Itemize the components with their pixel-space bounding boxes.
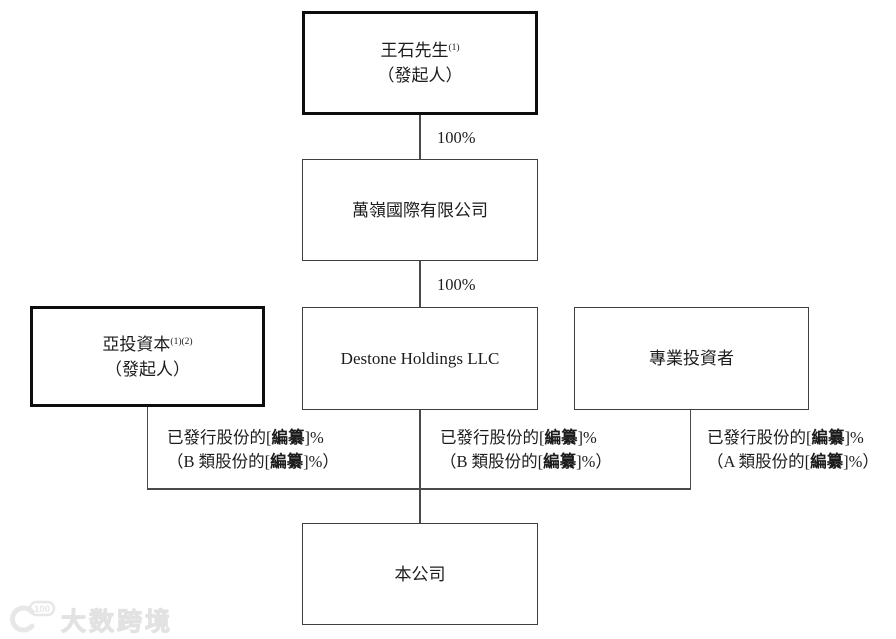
connector-yatou-down <box>146 407 148 489</box>
svg-text:100: 100 <box>34 604 50 615</box>
node-destone-holdings: Destone Holdings LLC <box>302 307 538 410</box>
node-professional-name: 專業投資者 <box>649 349 734 368</box>
node-wanling-international: 萬嶺國際有限公司 <box>302 159 538 261</box>
ownership-label-founder-wanling: 100% <box>437 128 476 147</box>
connector-wanling-to-destone <box>419 260 421 308</box>
node-professional-investors: 專業投資者 <box>574 307 809 410</box>
node-founder-name: 王石先生(1) <box>380 41 460 60</box>
connector-bus-horizontal <box>146 488 691 490</box>
connector-founder-to-wanling <box>419 115 421 160</box>
watermark-logo-icon: 100 <box>8 600 56 639</box>
connector-destone-to-company <box>419 410 421 523</box>
share-label-line2: （B 類股份的[編纂]%） <box>167 451 339 471</box>
node-the-company: 本公司 <box>302 523 538 625</box>
node-company-name: 本公司 <box>394 564 446 584</box>
ownership-label-wanling-destone: 100% <box>437 275 476 294</box>
node-yatou-capital: 亞投資本(1)(2) （發起人） <box>30 306 265 407</box>
share-label-line2: （B 類股份的[編纂]%） <box>440 451 612 471</box>
share-label-line2: （A 類股份的[編纂]%） <box>707 451 879 471</box>
footnote-marker: (1) <box>448 43 460 53</box>
share-label-destone: 已發行股份的[編纂]% （B 類股份的[編纂]%） <box>440 426 612 473</box>
share-label-yatou: 已發行股份的[編纂]% （B 類股份的[編纂]%） <box>167 426 339 473</box>
node-wanling-name: 萬嶺國際有限公司 <box>352 200 488 220</box>
share-label-line1: 已發行股份的[編纂]% <box>440 428 597 447</box>
node-yatou-name: 亞投資本(1)(2) <box>102 334 193 354</box>
node-yatou-role: （發起人） <box>105 359 190 379</box>
watermark: 100 大数跨境 <box>8 600 173 639</box>
node-destone-name: Destone Holdings LLC <box>340 349 500 368</box>
node-founder-role: （發起人） <box>377 66 463 85</box>
connector-professional-down <box>689 410 691 489</box>
watermark-text: 大数跨境 <box>60 607 174 636</box>
node-founder-wangshi: 王石先生(1) （發起人） <box>302 11 538 115</box>
share-label-line1: 已發行股份的[編纂]% <box>707 428 864 447</box>
share-label-line1: 已發行股份的[編纂]% <box>167 428 324 447</box>
share-label-professional: 已發行股份的[編纂]% （A 類股份的[編纂]%） <box>707 426 879 473</box>
footnote-marker: (1)(2) <box>170 336 193 347</box>
